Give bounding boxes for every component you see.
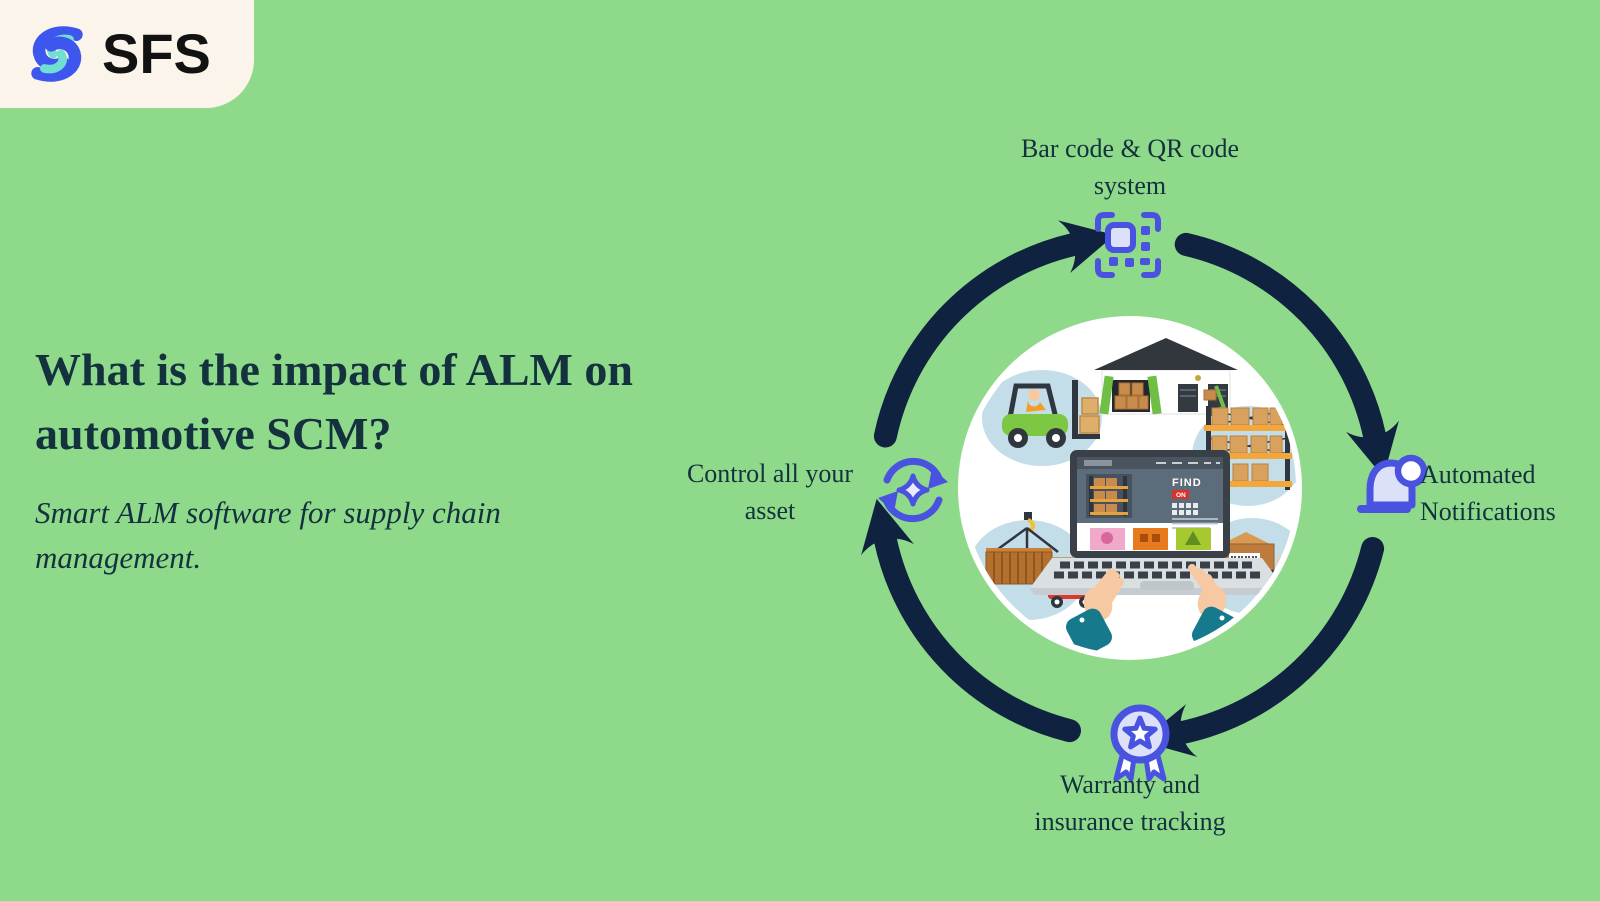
forklift-illustration: [1002, 380, 1100, 448]
warehouse-illustration: [1094, 338, 1238, 417]
typing-hands: [1066, 564, 1238, 654]
page-subtitle: Smart ALM software for supply chain mana…: [35, 495, 501, 575]
alm-cycle-diagram: FIND ON: [861, 212, 1428, 782]
cycle-arrow-top-to-right: [1174, 232, 1387, 448]
label-barcode-system: Bar code & QR code system: [1020, 134, 1240, 200]
page-title: What is the impact of ALM on automotive …: [35, 344, 633, 459]
storage-rack-illustration: [1204, 406, 1292, 490]
bell-icon: [1357, 454, 1428, 513]
label-automated-notifications: Automated Notifications: [1420, 460, 1556, 526]
screen-rack-thumbnail: [1086, 474, 1132, 518]
qr-scan-icon: [1095, 212, 1161, 278]
logo-text: SFS: [102, 22, 211, 85]
laptop-illustration: FIND ON: [1030, 450, 1284, 654]
sfs-logo-icon: [31, 26, 83, 82]
cycle-arrow-left-to-top: [873, 232, 1086, 448]
arrowhead-left: [861, 498, 914, 556]
hero-text-block: What is the impact of ALM on automotive …: [35, 338, 705, 580]
sync-icon: [878, 457, 948, 523]
cycle-arrow-bottom-to-left: [873, 528, 1081, 743]
laptop-screen-on-button: [1172, 490, 1189, 499]
label-warranty-tracking: Warranty and insurance tracking: [1034, 770, 1226, 836]
label-control-asset: Control all your asset: [686, 459, 854, 525]
laptop-screen-on-label: ON: [1176, 492, 1186, 499]
screen-tiles: [1090, 528, 1211, 550]
arrowhead-top: [1057, 220, 1115, 273]
cycle-arrow-right-to-bottom: [1170, 537, 1385, 745]
award-icon: [1110, 704, 1170, 782]
laptop-screen-find-text: FIND: [1172, 477, 1202, 489]
logo-card: SFS: [0, 0, 254, 108]
